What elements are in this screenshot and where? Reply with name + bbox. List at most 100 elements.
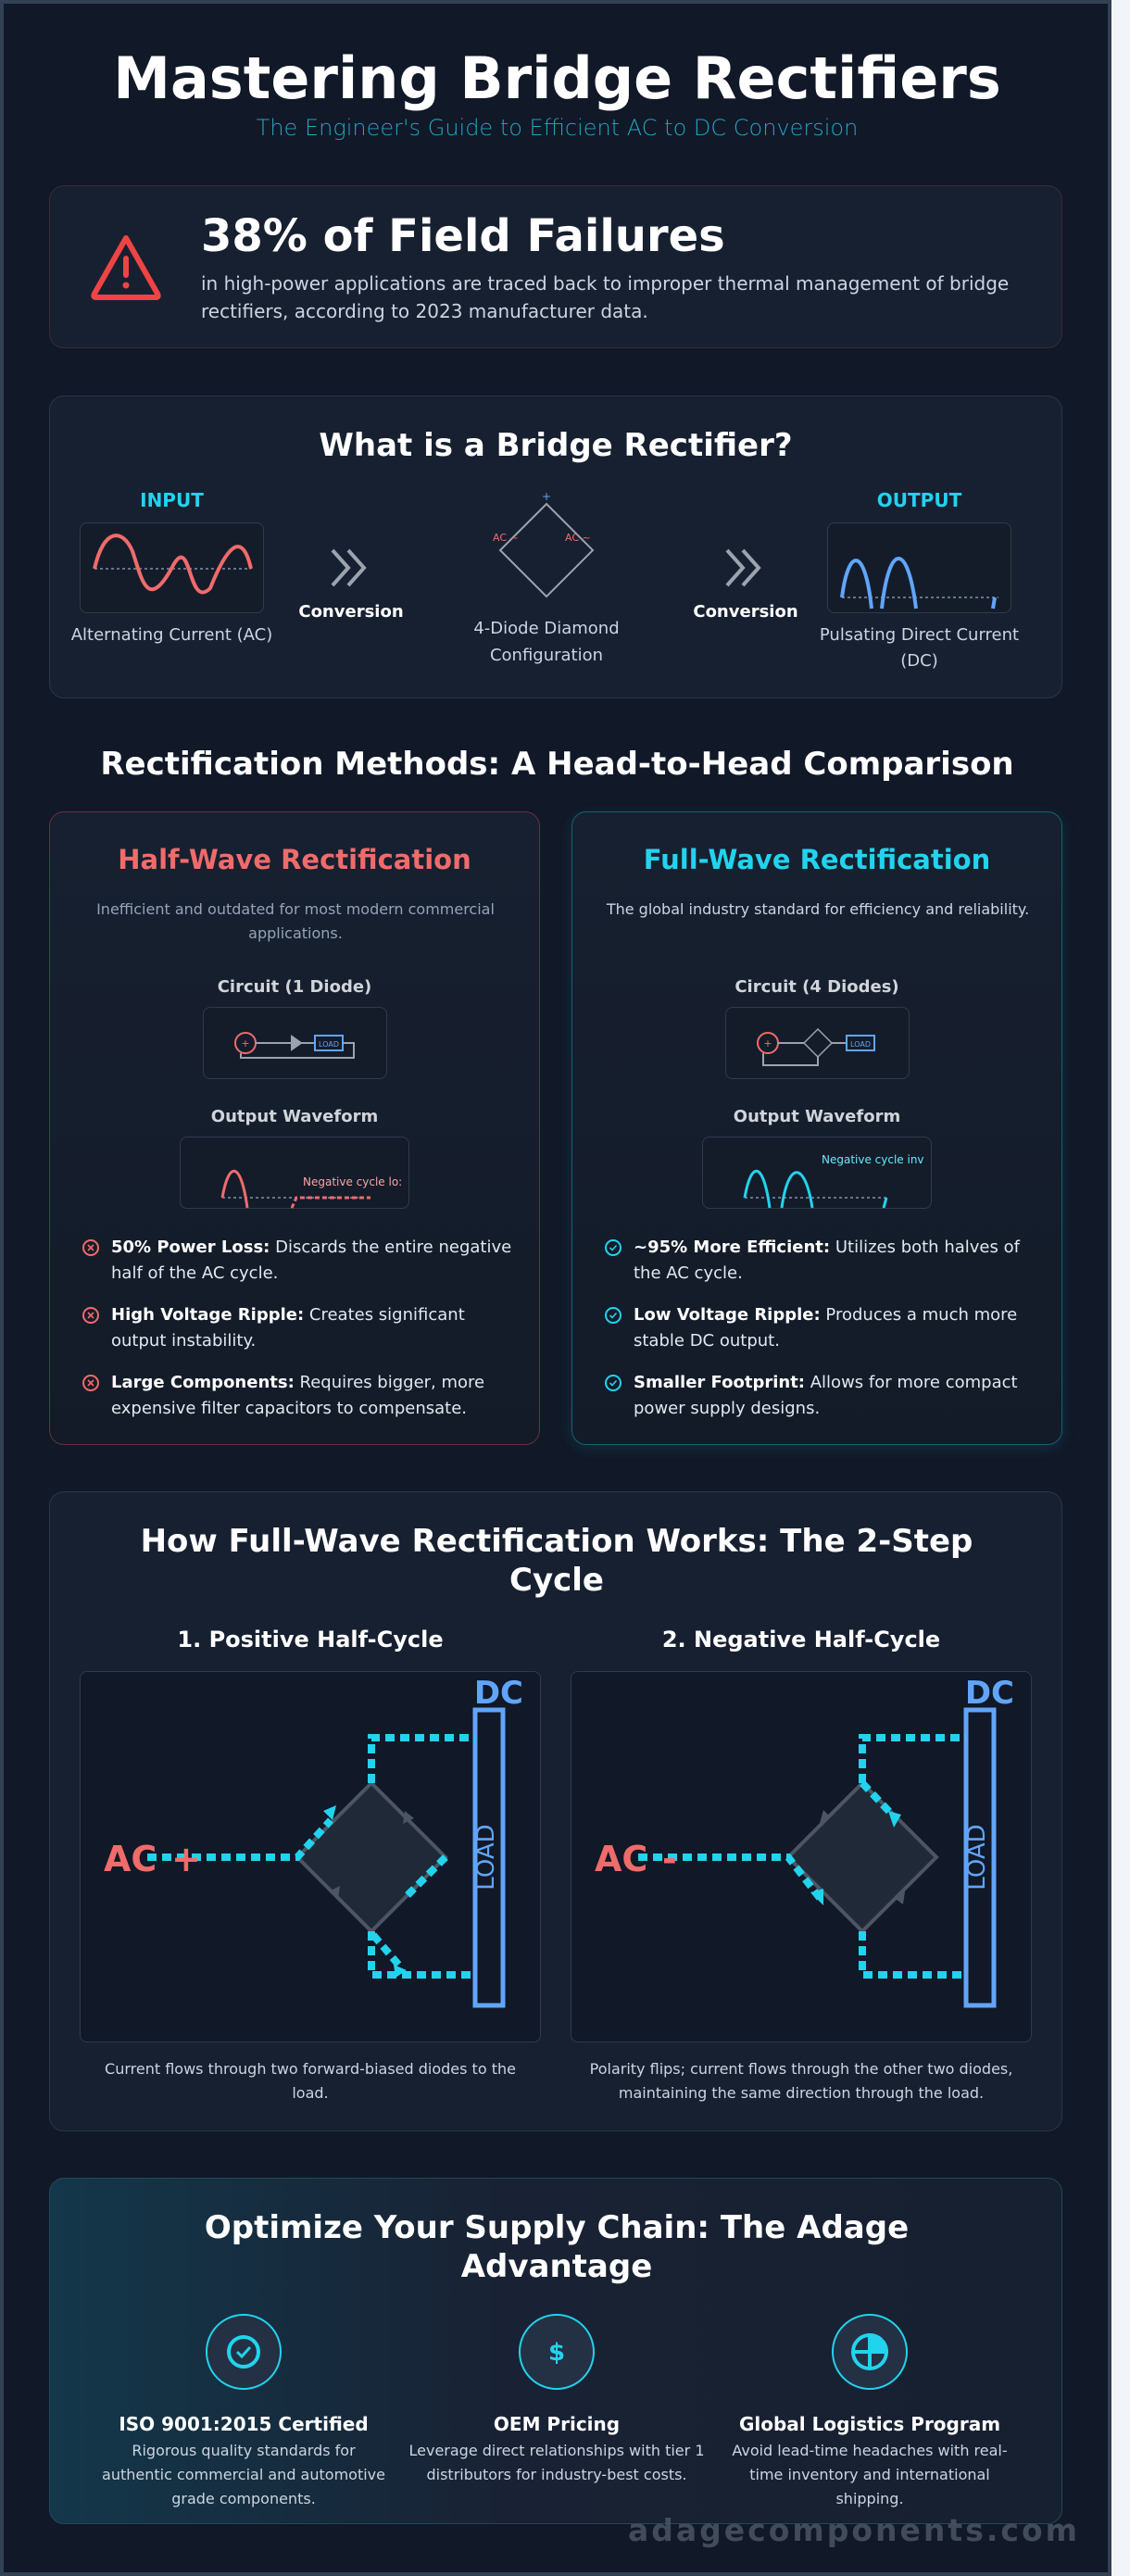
half-wave-circuit: + LOAD	[203, 1007, 387, 1079]
plus-terminal-label: +	[542, 490, 551, 503]
ac-label: AC	[104, 1839, 157, 1879]
chevron-double-right-icon	[725, 548, 761, 587]
step-1-title: 1. Positive Half-Cycle	[177, 1627, 444, 1652]
ac-sine-wave	[93, 534, 253, 595]
supply-title: Optimize Your Supply Chain: The Adage Ad…	[204, 2209, 910, 2285]
positive-cycle-diagram: LOAD DC AC +	[104, 1675, 523, 2008]
wave-note: Negative cycle inv	[822, 1153, 924, 1166]
feature-title: ISO 9001:2015 Certified	[119, 2413, 369, 2435]
watermark: adagecomponents.com	[627, 2512, 1080, 2548]
ac-label-right: AC ~	[565, 532, 591, 544]
full-wave-card: Full-Wave Rectification The global indus…	[571, 811, 1062, 1445]
check-circle-icon	[206, 2314, 282, 2390]
list-item: ~95% More Efficient: Utilizes both halve…	[604, 1235, 1039, 1287]
step-2-diagram: LOAD DC AC -	[571, 1671, 1032, 2042]
feature-text: Leverage direct relationships with tier …	[408, 2442, 705, 2483]
step-1-caption: Current flows through two forward-biased…	[105, 2060, 516, 2102]
output-label: OUTPUT	[876, 489, 962, 511]
pulsating-dc-wave	[840, 557, 998, 609]
supply-chain-card: Optimize Your Supply Chain: The Adage Ad…	[49, 2178, 1062, 2524]
load-label: LOAD	[963, 1824, 991, 1890]
x-circle-icon	[82, 1239, 99, 1256]
features-row: ISO 9001:2015 Certified Rigorous quality…	[50, 2313, 1063, 2511]
diamond-caption: 4-Diode Diamond Configuration	[473, 619, 620, 665]
step-2-title: 2. Negative Half-Cycle	[661, 1627, 941, 1652]
conversion-label-1: Conversion	[298, 602, 404, 622]
dc-label: DC	[965, 1675, 1014, 1712]
input-label: INPUT	[140, 489, 204, 511]
how-it-works-card: How Full-Wave Rectification Works: The 2…	[49, 1491, 1062, 2131]
full-wave-circuit: + LOAD	[725, 1007, 910, 1079]
feature-oem: $ OEM Pricing Leverage direct relationsh…	[408, 2313, 705, 2511]
feature-title: Global Logistics Program	[738, 2413, 1001, 2435]
step-2-caption: Polarity flips; current flows through th…	[589, 2060, 1013, 2102]
svg-text:+: +	[763, 1037, 772, 1049]
feature-iso: ISO 9001:2015 Certified Rigorous quality…	[95, 2313, 392, 2511]
half-wave-waveform: Negative cycle lo:	[180, 1137, 409, 1209]
full-wave-output: Negative cycle inv	[743, 1153, 924, 1209]
page-subtitle: The Engineer's Guide to Efficient AC to …	[256, 115, 859, 141]
list-item: Smaller Footprint: Allows for more compa…	[604, 1370, 1039, 1422]
stat-card: 38% of Field Failures in high-power appl…	[49, 185, 1062, 348]
dollar-icon: $	[519, 2314, 595, 2390]
waveform-label: Output Waveform	[210, 1107, 379, 1126]
check-circle-icon	[605, 1375, 622, 1391]
output-caption: Pulsating Direct Current (DC)	[819, 625, 1020, 671]
list-item: Large Components: Requires bigger, more …	[82, 1370, 517, 1422]
load-label: LOAD	[472, 1824, 500, 1890]
full-wave-pros-list: ~95% More Efficient: Utilizes both halve…	[604, 1235, 1039, 1438]
load-label: LOAD	[319, 1040, 339, 1049]
bridge-diamond-diagram: + AC ~ AC ~	[493, 490, 595, 598]
half-wave-cons-list: 50% Power Loss: Discards the entire nega…	[82, 1235, 517, 1438]
methods-title: Rectification Methods: A Head-to-Head Co…	[100, 746, 1014, 783]
page-title: Mastering Bridge Rectifiers	[113, 44, 1001, 112]
polarity-sign: -	[662, 1839, 677, 1879]
half-wave-desc: Inefficient and outdated for most modern…	[96, 900, 495, 942]
list-item: Low Voltage Ripple: Produces a much more…	[604, 1302, 1039, 1354]
waveform-label: Output Waveform	[733, 1107, 901, 1126]
x-circle-icon	[82, 1307, 99, 1324]
half-wave-title: Half-Wave Rectification	[118, 844, 471, 875]
conversion-label-2: Conversion	[693, 602, 798, 622]
feature-text: Rigorous quality standards for authentic…	[102, 2442, 385, 2507]
stat-text: in high-power applications are traced ba…	[201, 272, 1010, 322]
ac-label-left: AC ~	[493, 532, 519, 544]
svg-text:+: +	[241, 1037, 249, 1049]
dc-wave-box	[827, 522, 1011, 613]
how-title: How Full-Wave Rectification Works: The 2…	[140, 1523, 973, 1599]
chevron-double-right-icon	[331, 548, 367, 587]
negative-cycle-diagram: LOAD DC AC -	[595, 1675, 1014, 2008]
step-1-diagram: LOAD DC AC +	[80, 1671, 541, 2042]
circuit-label: Circuit (1 Diode)	[217, 977, 372, 997]
half-wave-card: Half-Wave Rectification Inefficient and …	[49, 811, 540, 1445]
globe-icon	[832, 2314, 908, 2390]
warning-triangle-icon	[91, 235, 161, 300]
feature-title: OEM Pricing	[493, 2413, 621, 2435]
wave-note: Negative cycle lo:	[303, 1175, 402, 1188]
list-item: High Voltage Ripple: Creates significant…	[82, 1302, 517, 1354]
feature-logistics: Global Logistics Program Avoid lead-time…	[722, 2313, 1018, 2511]
circuit-diagram: + LOAD	[234, 1032, 355, 1059]
check-circle-icon	[605, 1239, 622, 1256]
svg-text:$: $	[548, 2339, 565, 2367]
circuit-label: Circuit (4 Diodes)	[734, 977, 899, 997]
what-is-card: What is a Bridge Rectifier? INPUT Altern…	[49, 396, 1062, 698]
ac-label: AC	[595, 1839, 647, 1879]
half-wave-output: Negative cycle lo:	[220, 1169, 402, 1209]
dc-label: DC	[474, 1675, 523, 1712]
full-wave-waveform: Negative cycle inv	[702, 1137, 932, 1209]
stat-headline: 38% of Field Failures	[201, 210, 725, 262]
input-caption: Alternating Current (AC)	[70, 625, 273, 645]
full-wave-title: Full-Wave Rectification	[643, 844, 991, 875]
full-wave-desc: The global industry standard for efficie…	[606, 900, 1030, 918]
circuit-diagram: + LOAD	[757, 1027, 875, 1066]
ac-wave-box	[80, 522, 264, 613]
check-circle-icon	[605, 1307, 622, 1324]
list-item: 50% Power Loss: Discards the entire nega…	[82, 1235, 517, 1287]
polarity-sign: +	[171, 1839, 201, 1879]
feature-text: Avoid lead-time headaches with real-time…	[732, 2442, 1008, 2507]
x-circle-icon	[82, 1375, 99, 1391]
load-label: LOAD	[850, 1040, 871, 1049]
what-is-title: What is a Bridge Rectifier?	[319, 427, 793, 464]
